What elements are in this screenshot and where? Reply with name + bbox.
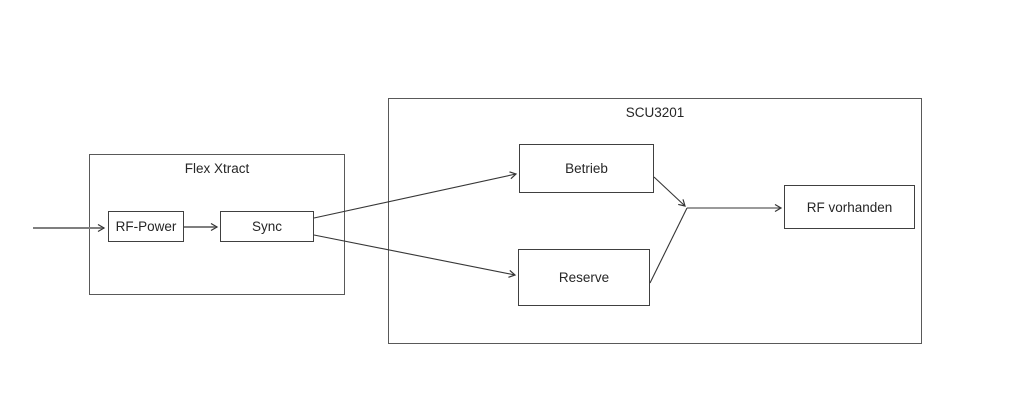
group-scu3201: SCU3201 bbox=[388, 98, 922, 344]
node-rf-vorhanden: RF vorhanden bbox=[784, 185, 915, 229]
node-sync: Sync bbox=[220, 211, 314, 242]
group-flex-xtract: Flex Xtract bbox=[89, 154, 345, 295]
node-rf-power: RF-Power bbox=[108, 211, 184, 242]
group-flex-xtract-title: Flex Xtract bbox=[184, 161, 250, 176]
node-betrieb: Betrieb bbox=[519, 144, 654, 193]
group-scu3201-title: SCU3201 bbox=[625, 105, 685, 120]
node-reserve: Reserve bbox=[518, 249, 650, 306]
